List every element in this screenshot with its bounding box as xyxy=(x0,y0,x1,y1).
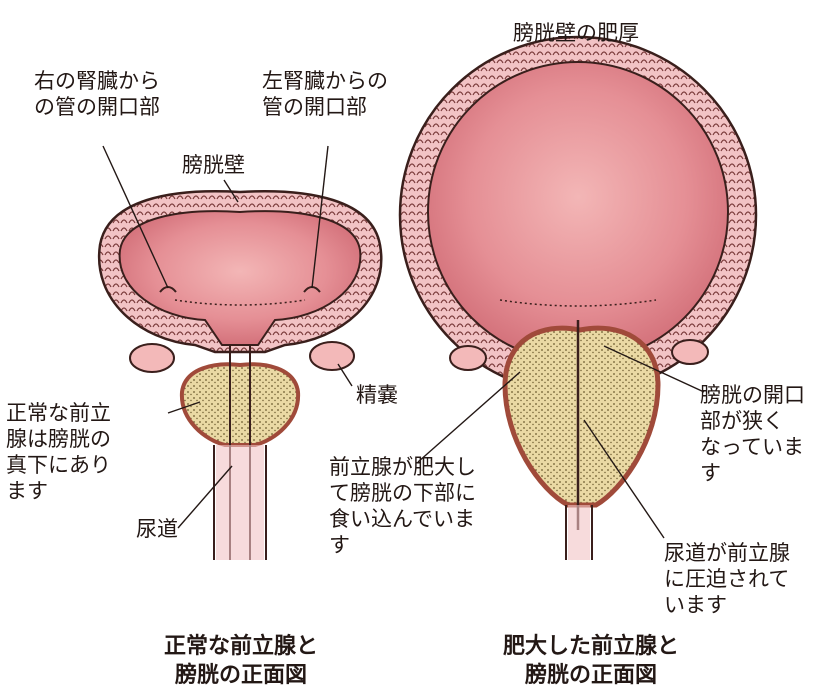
label-left-ureter-opening: 左腎臓からの 管の開口部 xyxy=(262,68,388,120)
label-compressed-urethra: 尿道が前立腺 に圧迫されて います xyxy=(664,540,790,618)
label-urethra: 尿道 xyxy=(136,516,178,542)
label-wall-thickening: 膀胱壁の肥厚 xyxy=(513,20,639,46)
caption-normal: 正常な前立腺と 膀胱の正面図 xyxy=(126,632,356,690)
label-narrowed-opening: 膀胱の開口 部が狭く なっていま す xyxy=(700,382,805,486)
label-seminal-vesicle: 精嚢 xyxy=(356,382,398,408)
label-bladder-wall: 膀胱壁 xyxy=(182,152,245,178)
label-right-ureter-opening: 右の腎臓から の管の開口部 xyxy=(34,68,160,120)
seminal-vesicle-left xyxy=(130,344,174,372)
enlarged-prostate xyxy=(505,328,658,505)
enlarged-bladder-interior xyxy=(428,62,728,362)
label-normal-prostate: 正常な前立 腺は膀胱の 真下にあり ます xyxy=(6,400,111,504)
normal-prostate xyxy=(182,364,298,445)
label-enlarged-prostate: 前立腺が肥大し て膀胱の下部に 食い込んでいま す xyxy=(329,454,476,558)
seminal-vesicle-right xyxy=(310,342,354,370)
caption-enlarged: 肥大した前立腺と 膀胱の正面図 xyxy=(466,632,716,690)
